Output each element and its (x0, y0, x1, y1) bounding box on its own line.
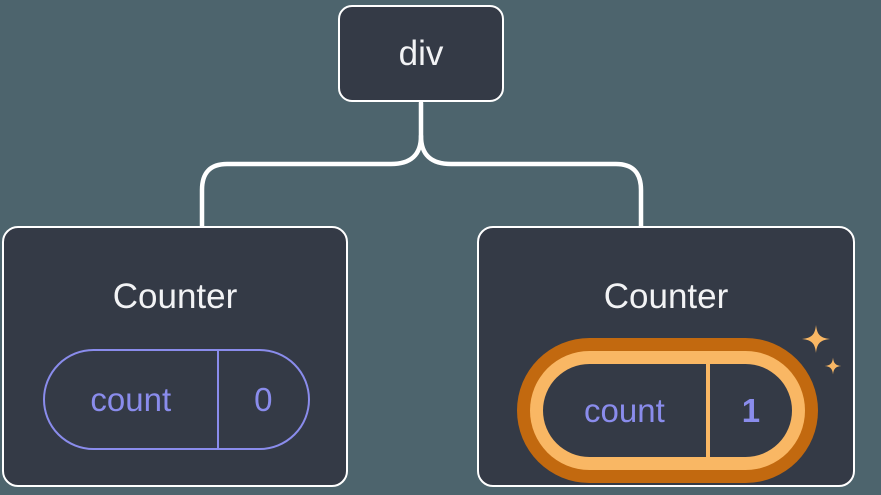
component-title: Counter (603, 277, 729, 316)
sparkles-icon (801, 324, 831, 354)
state-pill-highlight-inner-ring: count 1 (530, 351, 805, 470)
connector-right-branch (418, 133, 644, 230)
state-value-label: 0 (254, 380, 273, 418)
state-pill-count-0: count 0 (43, 349, 310, 450)
state-value-segment: 1 (710, 364, 792, 457)
state-value-segment: 0 (219, 351, 308, 448)
connector-left-branch (199, 100, 424, 230)
state-key-segment: count (543, 364, 710, 457)
state-pill-highlight-ring: count 1 (517, 338, 818, 483)
counter-component-right: Counter count 1 (477, 226, 855, 487)
sparkles-icon-small (824, 357, 842, 375)
root-node-label: div (398, 33, 444, 73)
state-key-label: count (584, 391, 665, 429)
state-pill-count-1: count 1 (543, 364, 792, 457)
state-key-label: count (90, 380, 172, 418)
root-node-div: div (338, 5, 504, 102)
state-key-segment: count (45, 351, 219, 448)
state-value-label: 1 (741, 391, 761, 429)
component-title: Counter (112, 277, 238, 316)
counter-component-left: Counter count 0 (2, 226, 348, 487)
